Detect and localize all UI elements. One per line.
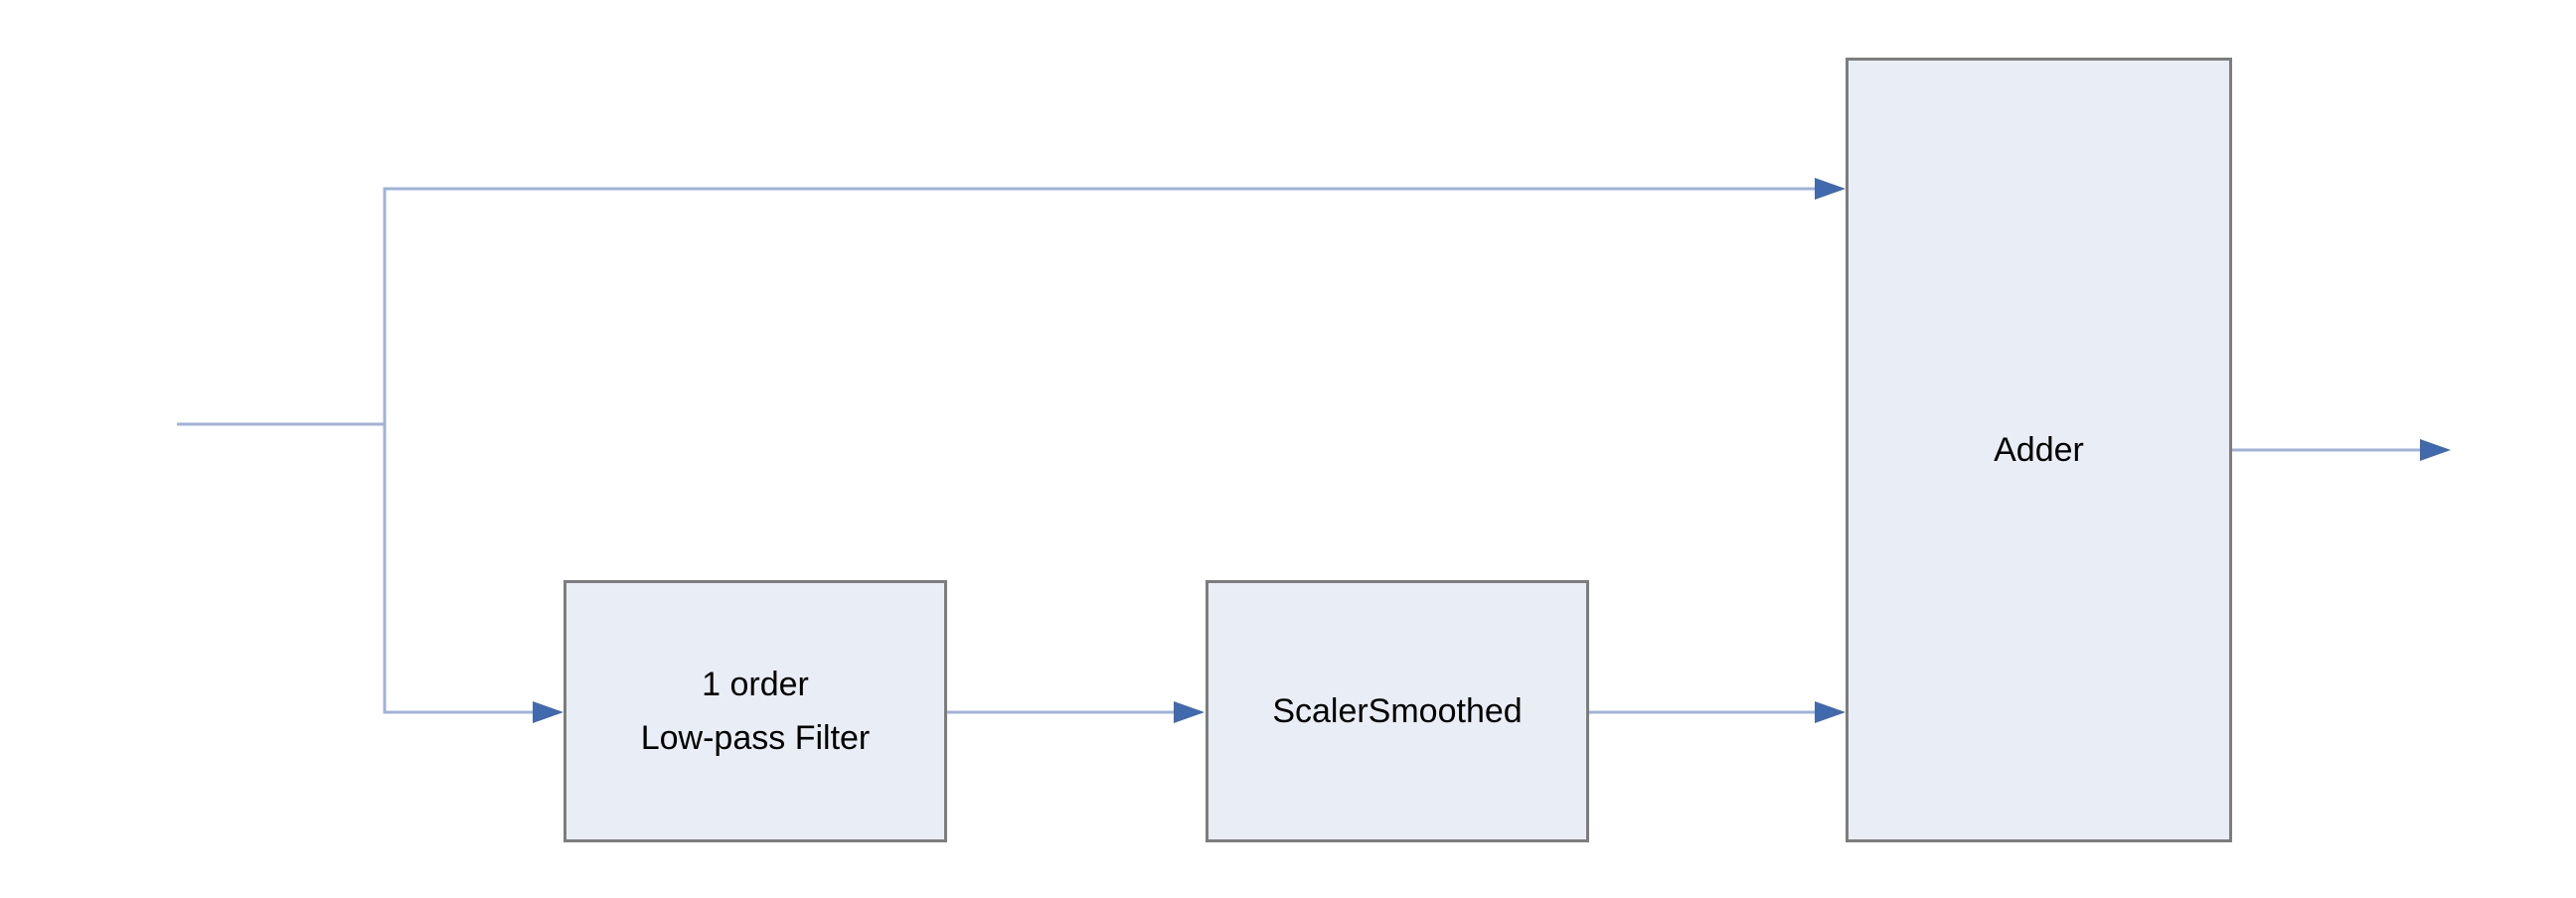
block-scaler-smoothed-label: ScalerSmoothed (1272, 692, 1523, 730)
arrowhead-adder-bottom-input (1815, 701, 1846, 723)
arrowhead-adder-top-input (1815, 178, 1846, 200)
block-lowpass-filter-label-line1: 1 order (702, 666, 809, 703)
block-scaler-smoothed[interactable]: ScalerSmoothed (1206, 580, 1589, 842)
edge-branch-to-adder (383, 187, 1815, 424)
arrowhead-output (2420, 439, 2451, 461)
block-lowpass-filter[interactable]: 1 order Low-pass Filter (564, 580, 947, 842)
block-adder-label: Adder (1994, 431, 2084, 469)
edge-branch-to-lowpass (383, 424, 533, 714)
block-adder[interactable]: Adder (1846, 58, 2232, 842)
block-lowpass-filter-label-line2: Low-pass Filter (640, 719, 871, 757)
arrowhead-scaler-input (1174, 701, 1205, 723)
arrowhead-lowpass-input (533, 701, 564, 723)
